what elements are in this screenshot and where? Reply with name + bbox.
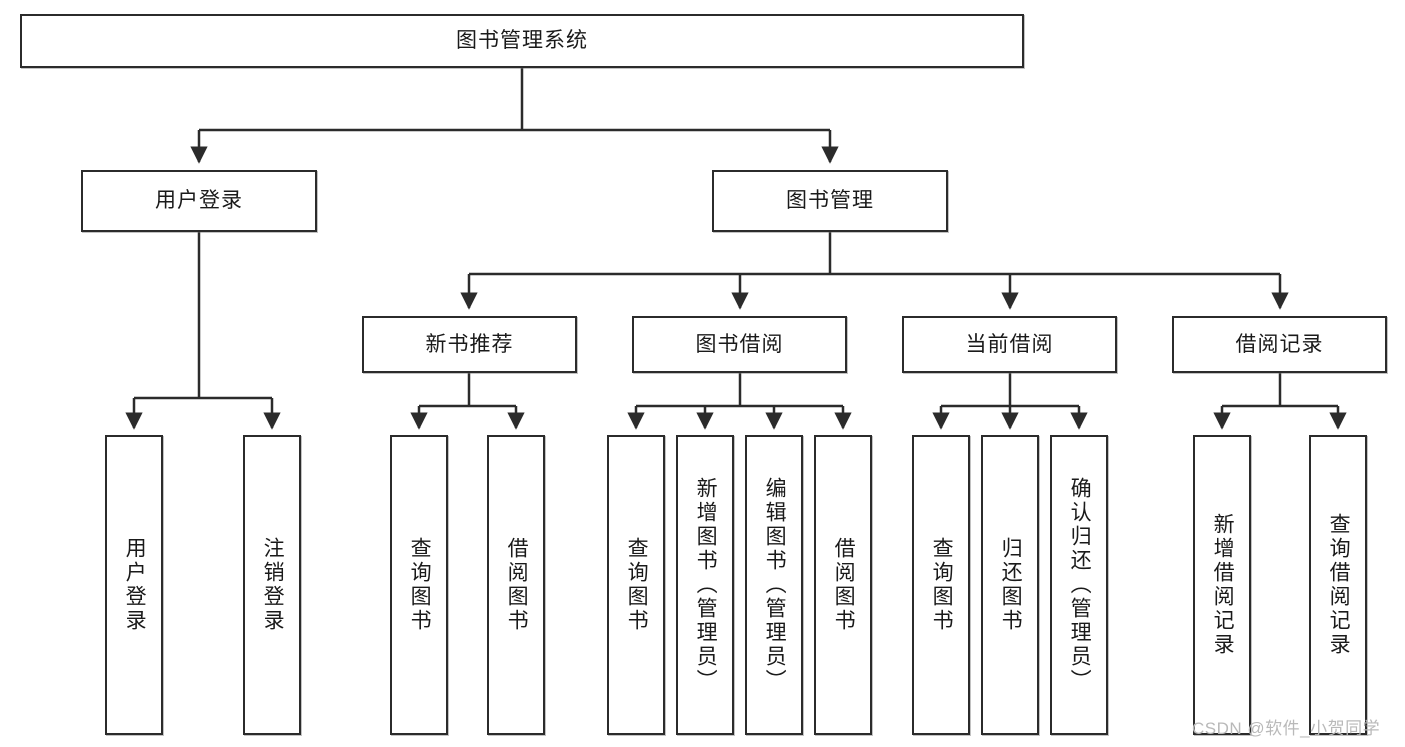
node-label: 查询图书 — [408, 537, 432, 633]
node-leaf-edit-book-admin[interactable]: 编辑图书（管理员） — [745, 435, 803, 735]
node-label: 注销登录 — [261, 537, 285, 633]
csdn-watermark: CSDN @软件_小贺同学 — [1192, 719, 1381, 738]
node-leaf-add-book-admin[interactable]: 新增图书（管理员） — [676, 435, 734, 735]
node-current-borrow[interactable]: 当前借阅 — [902, 316, 1117, 373]
node-label: 借阅图书 — [832, 537, 856, 633]
node-leaf-query-book-current[interactable]: 查询图书 — [912, 435, 970, 735]
node-label: 新增图书（管理员） — [694, 477, 718, 693]
node-new-book-recommend[interactable]: 新书推荐 — [362, 316, 577, 373]
node-label: 查询借阅记录 — [1327, 513, 1351, 657]
node-label: 借阅记录 — [1235, 332, 1324, 356]
node-label: 图书管理系统 — [456, 29, 588, 53]
node-leaf-query-book-recommend[interactable]: 查询图书 — [390, 435, 448, 735]
node-leaf-confirm-return-admin[interactable]: 确认归还（管理员） — [1050, 435, 1108, 735]
node-label: 归还图书 — [999, 537, 1023, 633]
node-leaf-logout[interactable]: 注销登录 — [243, 435, 301, 735]
node-label: 新增借阅记录 — [1211, 513, 1235, 657]
node-leaf-return-book[interactable]: 归还图书 — [981, 435, 1039, 735]
node-label: 图书管理 — [786, 189, 874, 213]
node-label: 当前借阅 — [965, 332, 1054, 356]
node-root-book-management-system[interactable]: 图书管理系统 — [20, 14, 1024, 68]
node-label: 图书借阅 — [695, 332, 784, 356]
node-leaf-query-borrow-record[interactable]: 查询借阅记录 — [1309, 435, 1367, 735]
node-label: 查询图书 — [625, 537, 649, 633]
node-book-borrow[interactable]: 图书借阅 — [632, 316, 847, 373]
node-label: 查询图书 — [930, 537, 954, 633]
node-label: 借阅图书 — [505, 537, 529, 633]
node-leaf-user-login[interactable]: 用户登录 — [105, 435, 163, 735]
node-leaf-add-borrow-record[interactable]: 新增借阅记录 — [1193, 435, 1251, 735]
node-label: 用户登录 — [123, 537, 147, 633]
node-leaf-borrow-book-recommend[interactable]: 借阅图书 — [487, 435, 545, 735]
node-label: 新书推荐 — [425, 332, 514, 356]
node-borrow-record[interactable]: 借阅记录 — [1172, 316, 1387, 373]
node-leaf-borrow-book[interactable]: 借阅图书 — [814, 435, 872, 735]
node-label: 用户登录 — [155, 189, 243, 213]
node-label: 确认归还（管理员） — [1068, 477, 1092, 693]
node-book-management[interactable]: 图书管理 — [712, 170, 948, 232]
node-leaf-query-book-borrow[interactable]: 查询图书 — [607, 435, 665, 735]
node-label: 编辑图书（管理员） — [763, 477, 787, 693]
node-user-login[interactable]: 用户登录 — [81, 170, 317, 232]
